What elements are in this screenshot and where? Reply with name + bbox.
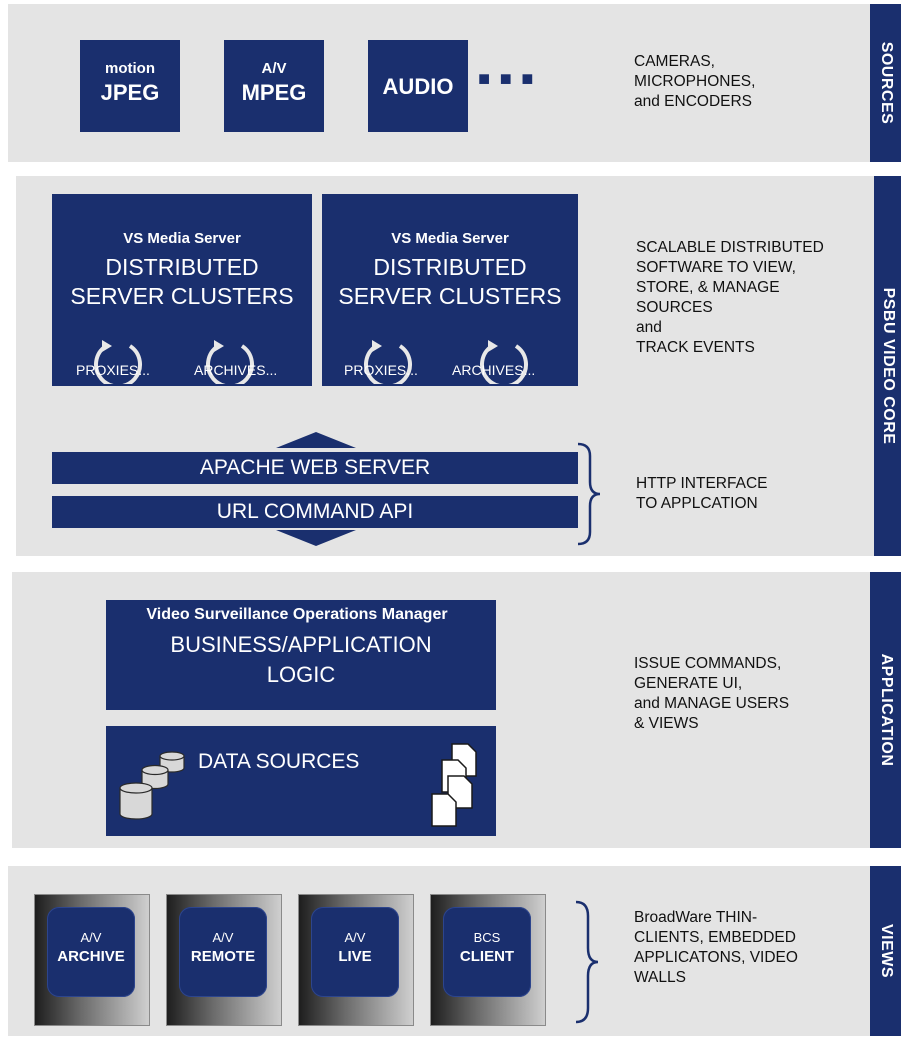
proxies-cycle-icon — [94, 340, 142, 384]
bcs-client-line1: BCS — [473, 930, 501, 945]
server-cluster-1-archives: ARCHIVES... — [194, 362, 278, 378]
http-brace-icon — [577, 442, 601, 546]
http-description: HTTP INTERFACE TO APPLCATION — [636, 475, 768, 512]
motion-jpeg-box: motion JPEG — [80, 40, 180, 132]
views-side-label: VIEWS — [877, 923, 895, 979]
sources-sidebar: SOURCES — [870, 4, 901, 162]
server-cluster-2: VS Media Server DISTRIBUTED SERVER CLUST… — [322, 194, 578, 386]
bcs-client-line2: CLIENT — [459, 948, 515, 965]
av-live-line1: A/V — [344, 930, 366, 945]
down-arrow-icon — [276, 530, 356, 546]
av-live-tile[interactable]: A/V LIVE — [298, 894, 414, 1026]
url-command-api-bar: URL COMMAND API — [52, 496, 578, 528]
server-cluster-2-proxies: PROXIES... — [344, 362, 418, 378]
av-archive-line2: ARCHIVE — [57, 948, 125, 965]
av-mpeg-top: A/V — [261, 60, 287, 77]
av-remote-tile[interactable]: A/V REMOTE — [166, 894, 282, 1026]
av-mpeg-bottom: MPEG — [241, 80, 307, 105]
sources-description: CAMERAS, MICROPHONES, and ENCODERS — [634, 53, 756, 110]
data-sources-label: DATA SOURCES — [198, 750, 360, 773]
apache-web-server-bar: APACHE WEB SERVER — [52, 452, 578, 484]
server-cluster-2-title-line1: DISTRIBUTED — [373, 254, 527, 280]
av-archive-line1: A/V — [80, 930, 102, 945]
server-cluster-1-title-line2: SERVER CLUSTERS — [70, 283, 294, 309]
views-brace-icon — [575, 900, 599, 1024]
av-mpeg-box: A/V MPEG — [224, 40, 324, 132]
views-sidebar: VIEWS — [870, 866, 901, 1036]
more-sources-ellipsis: ■ ■ ■ — [478, 68, 536, 90]
business-logic-line2: LOGIC — [266, 662, 336, 687]
proxies-cycle-icon — [364, 340, 412, 384]
av-live-line2: LIVE — [338, 948, 372, 965]
bcs-client-button[interactable]: BCS CLIENT — [443, 907, 531, 997]
av-archive-button[interactable]: A/V ARCHIVE — [47, 907, 135, 997]
motion-jpeg-bottom: JPEG — [100, 80, 160, 105]
core-side-label: PSBU VIDEO CORE — [879, 287, 897, 445]
views-description: BroadWare THIN- CLIENTS, EMBEDDED APPLIC… — [634, 909, 798, 986]
up-arrow-icon — [276, 432, 356, 448]
av-remote-button[interactable]: A/V REMOTE — [179, 907, 267, 997]
server-cluster-1-proxies: PROXIES... — [76, 362, 150, 378]
data-sources-box: DATA SOURCES — [106, 726, 496, 836]
av-remote-line1: A/V — [212, 930, 234, 945]
application-sidebar: APPLICATION — [870, 572, 901, 848]
av-live-button[interactable]: A/V LIVE — [311, 907, 399, 997]
audio-box: AUDIO — [368, 40, 468, 132]
operations-manager-subtitle: Video Surveillance Operations Manager — [146, 606, 448, 623]
motion-jpeg-top: motion — [105, 60, 155, 77]
server-cluster-1-subtitle: VS Media Server — [123, 230, 241, 247]
server-cluster-1-title-line1: DISTRIBUTED — [105, 254, 259, 280]
av-remote-line2: REMOTE — [190, 948, 256, 965]
business-logic-box: Video Surveillance Operations Manager BU… — [106, 600, 496, 710]
server-cluster-2-archives: ARCHIVES... — [452, 362, 536, 378]
core-sidebar: PSBU VIDEO CORE — [874, 176, 901, 556]
bcs-client-tile[interactable]: BCS CLIENT — [430, 894, 546, 1026]
database-icon — [119, 751, 185, 820]
av-archive-tile[interactable]: A/V ARCHIVE — [34, 894, 150, 1026]
application-description: ISSUE COMMANDS, GENERATE UI, and MANAGE … — [634, 655, 790, 732]
archives-cycle-icon — [206, 340, 254, 384]
sources-side-label: SOURCES — [877, 41, 895, 125]
audio-label: AUDIO — [382, 74, 454, 99]
documents-icon — [431, 743, 477, 827]
core-description: SCALABLE DISTRIBUTED SOFTWARE TO VIEW, S… — [636, 239, 824, 356]
business-logic-line1: BUSINESS/APPLICATION — [170, 632, 432, 657]
server-cluster-2-title-line2: SERVER CLUSTERS — [338, 283, 562, 309]
server-cluster-2-subtitle: VS Media Server — [391, 230, 509, 247]
server-cluster-1: VS Media Server DISTRIBUTED SERVER CLUST… — [52, 194, 312, 386]
application-side-label: APPLICATION — [877, 653, 895, 767]
archives-cycle-icon — [480, 340, 528, 384]
